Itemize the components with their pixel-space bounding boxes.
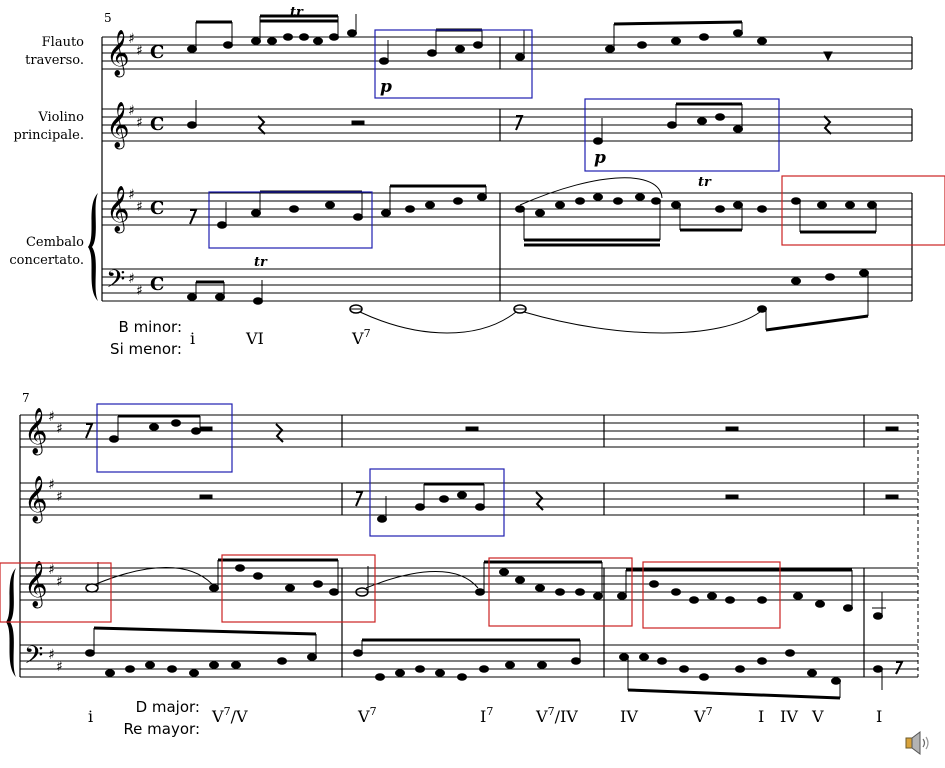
staff-cembalo-treble-1 bbox=[102, 192, 912, 226]
key-label-d-major: D major: bbox=[136, 698, 200, 716]
svg-text:𝄞: 𝄞 bbox=[24, 561, 48, 609]
harmony-label: IV bbox=[780, 707, 798, 726]
clefs-system-2: 𝄞 𝄞 𝄞 𝄢 bbox=[24, 408, 48, 676]
cembalo-bass-notes-1 bbox=[187, 269, 869, 334]
svg-text:𝄞: 𝄞 bbox=[106, 102, 130, 150]
harmony-label: I bbox=[758, 707, 764, 726]
harmony-label: V7 bbox=[351, 327, 371, 348]
svg-text:C: C bbox=[150, 114, 164, 135]
harmony-label: V7 bbox=[693, 705, 713, 726]
svg-text:𝄞: 𝄞 bbox=[106, 30, 130, 78]
staff-cembalo-bass-1 bbox=[102, 268, 912, 302]
highlight-box-red bbox=[221, 554, 376, 623]
svg-text:♯: ♯ bbox=[128, 31, 135, 47]
harmony-label: V7/V bbox=[211, 705, 248, 726]
highlight-box-blue bbox=[96, 403, 233, 473]
svg-text:C: C bbox=[150, 198, 164, 219]
instrument-flute-line1: Flauto bbox=[42, 35, 85, 50]
svg-text:♯: ♯ bbox=[136, 115, 143, 131]
svg-text:♯: ♯ bbox=[48, 562, 55, 578]
highlight-box-blue bbox=[369, 468, 505, 537]
key-label-si-menor: Si menor: bbox=[110, 340, 182, 358]
harmony-label: V7/IV bbox=[535, 705, 578, 726]
staff-flute-1 bbox=[102, 36, 912, 70]
harmony-label: V7 bbox=[357, 705, 377, 726]
harmony-label: V bbox=[811, 707, 824, 726]
flute-notes-2 bbox=[85, 414, 899, 443]
speaker-icon[interactable] bbox=[905, 731, 929, 755]
staff-violin-2 bbox=[20, 482, 918, 516]
trill-cembalo: tr bbox=[698, 175, 712, 190]
piano-brace-2 bbox=[6, 568, 16, 677]
svg-text:♯: ♯ bbox=[128, 187, 135, 203]
cembalo-treble-notes-2 bbox=[85, 558, 886, 620]
measure-number-7: 7 bbox=[22, 391, 30, 405]
key-label-b-minor: B minor: bbox=[119, 318, 182, 336]
svg-text:♯: ♯ bbox=[48, 647, 55, 663]
highlight-box-red bbox=[0, 562, 112, 623]
staff-cembalo-bass-2 bbox=[20, 644, 918, 678]
barlines-system-1 bbox=[101, 37, 913, 301]
svg-text:𝄞: 𝄞 bbox=[24, 476, 48, 524]
key-label-re-mayor: Re mayor: bbox=[123, 720, 200, 738]
cembalo-treble-notes-1 bbox=[189, 177, 877, 247]
instrument-flute-line2: traverso. bbox=[25, 53, 84, 68]
harmony-label: VI bbox=[245, 329, 264, 348]
trill-flute: tr bbox=[290, 5, 304, 20]
harmony-label: I bbox=[876, 707, 882, 726]
harmony-label: I7 bbox=[480, 705, 493, 726]
cembalo-bass-notes-2 bbox=[85, 626, 904, 700]
svg-text:C: C bbox=[150, 274, 164, 295]
dynamic-p-flute: p bbox=[380, 77, 392, 97]
svg-text:♯: ♯ bbox=[128, 103, 135, 119]
measure-number-5: 5 bbox=[104, 11, 112, 25]
trill-bass: tr bbox=[254, 255, 268, 270]
svg-text:𝄢: 𝄢 bbox=[24, 641, 43, 676]
harmony-label: i bbox=[190, 329, 195, 348]
flute-notes-1 bbox=[187, 14, 833, 65]
clefs-system-1: 𝄞 𝄞 𝄞 𝄢 bbox=[106, 30, 130, 300]
svg-text:C: C bbox=[150, 42, 164, 63]
highlight-box-red bbox=[642, 561, 781, 629]
violin-notes-1 bbox=[187, 100, 832, 145]
svg-text:𝄢: 𝄢 bbox=[106, 265, 125, 300]
violin-notes-2 bbox=[199, 482, 899, 523]
svg-text:♯: ♯ bbox=[56, 659, 63, 675]
barlines-system-2 bbox=[19, 415, 865, 677]
harmony-label: i bbox=[88, 707, 93, 726]
svg-text:♯: ♯ bbox=[56, 421, 63, 437]
highlight-box-blue bbox=[584, 98, 780, 172]
time-signatures-system-1: C C C C bbox=[150, 42, 164, 295]
staff-violin-1 bbox=[102, 108, 912, 142]
instrument-cembalo-line1: Cembalo bbox=[26, 235, 84, 250]
svg-text:♯: ♯ bbox=[136, 43, 143, 59]
svg-text:♯: ♯ bbox=[136, 199, 143, 215]
svg-text:♯: ♯ bbox=[56, 574, 63, 590]
svg-text:♯: ♯ bbox=[128, 271, 135, 287]
instrument-violin-line1: Violino bbox=[37, 110, 84, 125]
svg-text:𝄞: 𝄞 bbox=[106, 186, 130, 234]
svg-text:♯: ♯ bbox=[48, 477, 55, 493]
svg-text:♯: ♯ bbox=[48, 409, 55, 425]
highlight-box-red bbox=[488, 557, 633, 627]
dynamic-p-violin: p bbox=[594, 148, 606, 168]
instrument-cembalo-line2: concertato. bbox=[9, 253, 84, 268]
piano-brace-1 bbox=[88, 193, 98, 301]
key-signatures-system-2: ♯♯ ♯♯ ♯♯ ♯♯ bbox=[48, 409, 63, 675]
svg-text:𝄞: 𝄞 bbox=[24, 408, 48, 456]
staff-cembalo-treble-2 bbox=[20, 567, 918, 601]
highlight-box-blue bbox=[208, 191, 373, 249]
svg-text:♯: ♯ bbox=[56, 489, 63, 505]
key-signatures-system-1: ♯♯ ♯♯ ♯♯ ♯♯ bbox=[128, 31, 143, 299]
instrument-violin-line2: principale. bbox=[13, 128, 84, 143]
harmony-label: IV bbox=[620, 707, 638, 726]
highlight-box-red bbox=[781, 175, 945, 246]
svg-text:♯: ♯ bbox=[136, 283, 143, 299]
highlight-box-blue bbox=[374, 29, 533, 99]
